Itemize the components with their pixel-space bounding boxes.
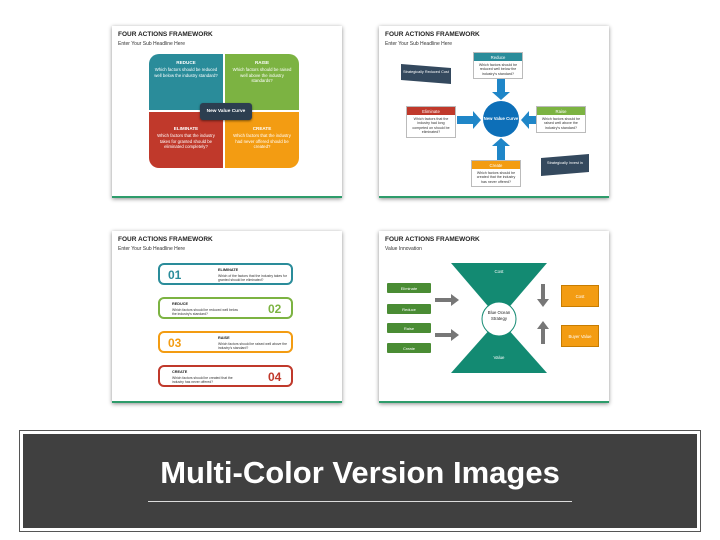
quadrant-text: Which factors should be raised well abov… <box>232 67 292 84</box>
box-eliminate: Eliminate Which factors that the industr… <box>406 106 456 138</box>
quadrant-heading: ELIMINATE <box>173 126 199 131</box>
box-cost: Cost <box>561 285 599 307</box>
action-raise: Raise <box>387 323 431 333</box>
box-heading: Eliminate <box>407 107 455 115</box>
slide-title: FOUR ACTIONS FRAMEWORK <box>118 236 213 243</box>
row-eliminate: 01 ELIMINATE Which of the factors that t… <box>158 263 293 285</box>
box-text: Which factors that the industry had long… <box>412 117 450 135</box>
box-text: Which factors should be raised well abov… <box>541 117 581 130</box>
row-text: Which factors should be reduced well bel… <box>172 308 238 317</box>
slide-subtitle: Value Innovation <box>385 246 422 252</box>
new-value-curve-circle: New Value Curve <box>483 101 519 137</box>
slide-subtitle: Enter Your Sub Headline Here <box>118 246 185 252</box>
row-label: REDUCE <box>172 302 189 306</box>
row-number: 01 <box>168 268 182 282</box>
action-create: Create <box>387 343 431 353</box>
banner-divider <box>148 500 572 502</box>
box-text: Which factors should be created that the… <box>476 171 516 184</box>
thumbnail-slide-cycle[interactable]: FOUR ACTIONS FRAMEWORK Enter Your Sub He… <box>379 26 609 198</box>
row-label: RAISE <box>218 336 230 340</box>
box-buyer-value: Buyer Value <box>561 325 599 347</box>
quadrant-raise: RAISE Which factors should be raised wel… <box>225 54 299 110</box>
cost-label: Cost <box>494 269 504 274</box>
slide-title: FOUR ACTIONS FRAMEWORK <box>385 236 480 243</box>
box-heading: Reduce <box>474 53 522 61</box>
row-raise: 03 RAISE Which factors should be raised … <box>158 331 293 353</box>
action-reduce: Reduce <box>387 304 431 314</box>
row-create: CREATE Which factors should be created t… <box>158 365 293 387</box>
row-number: 04 <box>268 370 282 384</box>
quadrant-text: Which factors that the industry takes fo… <box>157 133 215 150</box>
box-reduce: Reduce Which factors should be reduced w… <box>473 52 523 80</box>
thumbnail-slide-numbered[interactable]: FOUR ACTIONS FRAMEWORK Enter Your Sub He… <box>112 231 342 403</box>
row-text: Which of the factors that the industry t… <box>218 274 287 283</box>
quadrant-text: Which factors that the industry had neve… <box>233 133 291 150</box>
cycle-arrows-graphic <box>401 64 589 176</box>
box-raise: Raise Which factors should be raised wel… <box>536 106 586 134</box>
box-heading: Raise <box>537 107 585 115</box>
row-number: 03 <box>168 336 182 350</box>
blue-ocean-label: Blue Ocean Strategy <box>487 310 511 321</box>
action-eliminate: Eliminate <box>387 283 431 293</box>
thumbnail-slide-quadrant[interactable]: FOUR ACTIONS FRAMEWORK Enter Your Sub He… <box>112 26 342 198</box>
thumbnail-slide-value-innovation[interactable]: FOUR ACTIONS FRAMEWORK Value Innovation … <box>379 231 609 403</box>
new-value-curve-label: New Value Curve <box>200 103 252 120</box>
banner: Multi-Color Version Images <box>23 434 697 528</box>
quadrant-heading: CREATE <box>252 126 272 131</box>
row-number: 02 <box>268 302 282 316</box>
slide-title: FOUR ACTIONS FRAMEWORK <box>385 31 480 38</box>
box-heading: Create <box>472 161 520 169</box>
row-text: Which factors should be raised well abov… <box>218 342 287 351</box>
quadrant-reduce: REDUCE Which factors should be reduced w… <box>149 54 223 110</box>
row-label: ELIMINATE <box>218 268 239 272</box>
slide-subtitle: Enter Your Sub Headline Here <box>385 41 452 47</box>
flag-reduced-cost: Strategically Reduced Cost <box>403 70 449 74</box>
row-text: Which factors should be created that the… <box>172 376 233 385</box>
flag-invest: Strategically Invest in <box>547 161 583 165</box>
row-reduce: REDUCE Which factors should be reduced w… <box>158 297 293 319</box>
banner-frame: Multi-Color Version Images <box>19 430 701 532</box>
quadrant-text: Which factors should be reduced well bel… <box>154 67 218 78</box>
row-label: CREATE <box>172 370 188 374</box>
quadrant-create: CREATE Which factors that the industry h… <box>225 112 299 168</box>
box-create: Create Which factors should be created t… <box>471 160 521 188</box>
hourglass-graphic <box>435 263 549 373</box>
quadrant-eliminate: ELIMINATE Which factors that the industr… <box>149 112 223 168</box>
value-label: Value <box>493 355 505 360</box>
quadrant-heading: REDUCE <box>176 60 196 65</box>
quadrant-heading: RAISE <box>254 60 270 65</box>
banner-title: Multi-Color Version Images <box>160 454 560 490</box>
box-text: Which factors should be reduced well bel… <box>478 63 518 76</box>
slide-title: FOUR ACTIONS FRAMEWORK <box>118 31 213 38</box>
slide-subtitle: Enter Your Sub Headline Here <box>118 41 185 47</box>
